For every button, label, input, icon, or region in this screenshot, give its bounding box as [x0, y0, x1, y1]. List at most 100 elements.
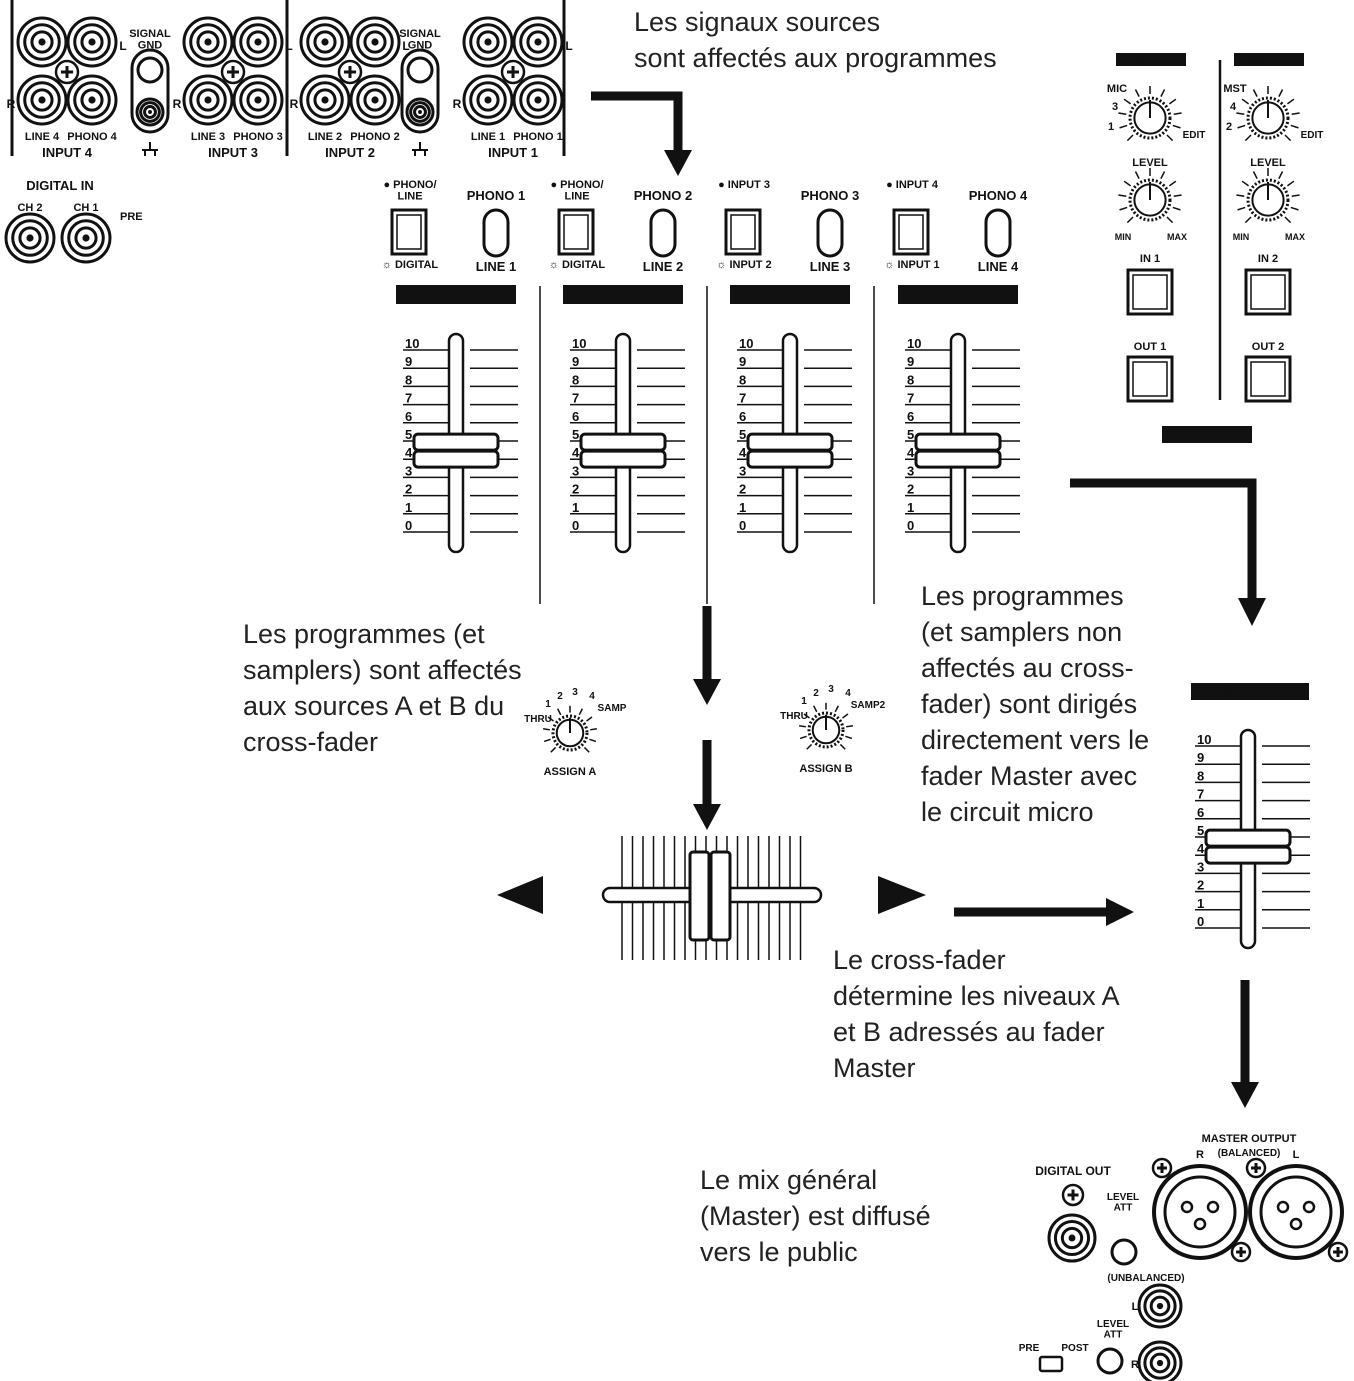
pgm-pill-bottom-label: LINE 1 [476, 259, 516, 274]
ground-icon [142, 142, 158, 156]
pgm-title-4: PGM 4 [934, 286, 982, 303]
sampler-group-title: SAMPLER [1174, 427, 1241, 442]
pgm-fader-1-scale-label: 7 [405, 391, 412, 406]
pgm-fader-3-scale-label: 9 [739, 354, 746, 369]
sampler-max-label: MAX [1167, 232, 1187, 242]
input-phono-label: PHONO 4 [67, 131, 117, 143]
arrow-pgm-to-assign-head [693, 679, 721, 705]
input-screw-2-cross [226, 65, 240, 79]
channel-r-label: R [7, 97, 16, 111]
input-jack-l-4-ring [469, 23, 507, 61]
channel-l-label: L [565, 39, 572, 53]
input-screw-4-cross [506, 65, 520, 79]
pgm-fader-1-knob-bottom [412, 449, 500, 469]
pgm-fader-2-scale-label: 10 [572, 336, 586, 351]
sampler-level-knob-1-tick [1119, 206, 1128, 211]
pgm-fader-4-scale-label: 6 [907, 409, 914, 424]
master-output-label: MASTER OUTPUT [1202, 1133, 1297, 1145]
digital-out-screw-cross [1067, 1189, 1079, 1201]
pgm-fader-4-scale-label: 10 [907, 336, 921, 351]
pgm-fader-4-scale-label: 0 [907, 518, 914, 533]
gnd-right-post-ring [409, 101, 431, 123]
sampler-in-label: IN 1 [1140, 253, 1160, 265]
sampler-level-knob-2-tick [1291, 194, 1300, 197]
caption-assign: Les programmes (et samplers) sont affect… [243, 619, 522, 757]
post-label: POST [1061, 1343, 1088, 1354]
channel-r-label: R [290, 97, 299, 111]
digital-in-ch1-label: CH 1 [73, 202, 98, 214]
pgm-pill-top-label: PHONO 3 [801, 188, 860, 203]
input-jack-l2-1-ring [73, 23, 111, 61]
sampler-source-label: 1 [1108, 121, 1114, 133]
input-jack-l2-4-ring [519, 23, 557, 61]
pgm-fader-2-knob-top [579, 432, 667, 452]
ground-icon [412, 142, 428, 156]
assign-a-knob-tick [543, 738, 551, 743]
pgm-fader-4-scale-label: 7 [907, 391, 914, 406]
xlr-r-inner [1163, 1175, 1237, 1249]
crossfader-a-label: A [525, 889, 536, 906]
unbalanced-l-label: L [1132, 1301, 1139, 1313]
input-jack-r-1-ring [23, 81, 61, 119]
pgm-fader-1-scale-label: 2 [405, 482, 412, 497]
sampler-title-1-bg [1116, 53, 1186, 66]
gnd-right-terminal [406, 56, 434, 84]
input-jack-l2-2-ring [239, 23, 277, 61]
digital-out-label: DIGITAL OUT [1035, 1164, 1111, 1178]
channel-l-label: L [119, 39, 126, 53]
sampler-mode-knob-2-tick [1252, 89, 1258, 97]
sampler-level-knob-1-tick [1134, 171, 1140, 179]
caption-crossfader: Le cross-fader détermine les niveaux A e… [833, 945, 1120, 1083]
assign-b-knob-position-label: 1 [801, 696, 807, 707]
pgm-title-1: PGM 1 [432, 286, 480, 303]
level-att-pot [1110, 1238, 1138, 1266]
input-jack-r2-3-ring [356, 81, 394, 119]
digital-in-ch2-jack-ring [11, 219, 49, 257]
output-screw-cross [1251, 1163, 1261, 1173]
channel-l-label: L [285, 39, 292, 53]
sampler-max-label: MAX [1285, 232, 1305, 242]
input-jack-r2-3-pin [371, 96, 379, 104]
pgm-fader-3-scale-label: 4 [739, 445, 747, 460]
master-fader-scale-label: 1 [1197, 896, 1204, 911]
arrow-master-to-output-head [1231, 1082, 1259, 1108]
pgm-fader-3-knob-bottom [746, 449, 834, 469]
caption-master-routing: Les programmes (et samplers non affectés… [921, 581, 1150, 827]
input-line-label: LINE 4 [25, 131, 60, 143]
master-fader-scale-label: 3 [1197, 859, 1204, 874]
sampler-level-knob-2-tick [1290, 206, 1299, 211]
sampler-out-label: OUT 1 [1134, 341, 1166, 353]
assign-b-knob-tick [834, 705, 840, 713]
input-phono-label: PHONO 2 [350, 131, 400, 143]
master-fader-scale-label: 4 [1197, 841, 1205, 856]
pgm-fader-3-scale-label: 6 [739, 409, 746, 424]
output-screw-cross [1333, 1247, 1343, 1257]
sampler-mode-knob-2-tick [1236, 112, 1245, 115]
sampler-level-knob-2-tick [1237, 206, 1246, 211]
sampler-level-knob-1-tick [1123, 180, 1132, 187]
sampler-level-knob-2-tick [1252, 171, 1258, 179]
input-jack-r2-2-pin [254, 96, 262, 104]
sampler-mode-knob-1-tick [1166, 134, 1174, 142]
pgm-selector-bottom-label: ☼ DIGITAL [549, 259, 606, 271]
sampler-mode-knob-1-tick [1172, 124, 1181, 129]
master-fader-knob-bottom [1204, 845, 1292, 865]
pgm-indicator-pill-3 [816, 208, 844, 258]
sampler-title-1: SAMPLER 1 [1121, 55, 1181, 66]
pgm-indicator-pill-2 [649, 208, 677, 258]
pgm-fader-4-knob-bottom [914, 449, 1002, 469]
arrow-sampler-line [1070, 478, 1257, 600]
sampler-mode-knob-1-tick [1126, 134, 1134, 142]
assign-a-knob-label: ASSIGN A [544, 766, 597, 778]
pgm-fader-1-scale-label: 8 [405, 372, 412, 387]
channel-r-label: R [453, 97, 462, 111]
pgm-selector-bottom-label: ☼ DIGITAL [382, 259, 439, 271]
caption-sources: Les signaux sources sont affectés aux pr… [634, 7, 997, 73]
assign-a-knob-tick [590, 728, 597, 731]
sampler-edit-label: EDIT [1183, 130, 1206, 141]
sampler-level-knob-1-tick [1166, 216, 1174, 224]
